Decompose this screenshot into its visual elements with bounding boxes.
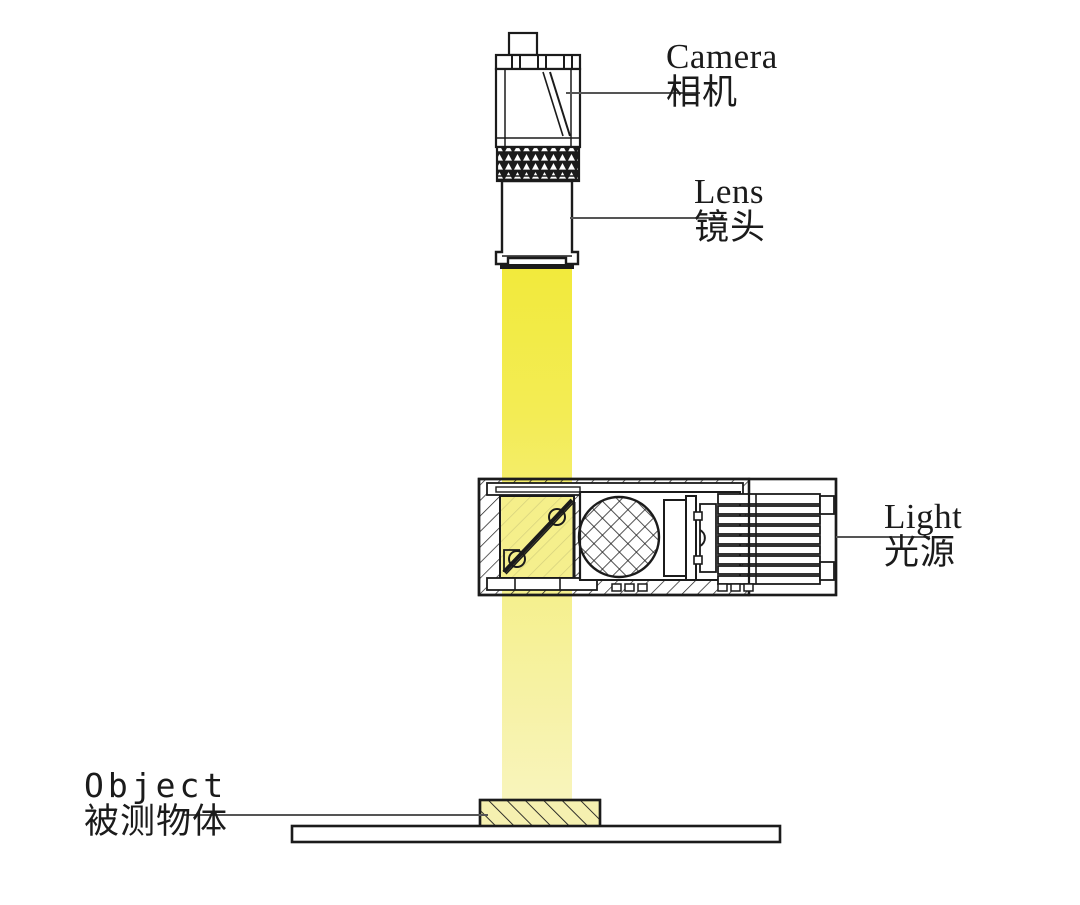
light-housing-outline [477,477,838,597]
label-camera-en: Camera [666,37,778,76]
label-object: Object 被测物体 [84,766,229,842]
label-light: Light 光源 [884,498,962,572]
heatsink-fins [717,493,835,585]
lens-aperture [500,264,574,269]
beamsplitter-mirror [502,498,576,578]
diffuser-lens [577,495,661,579]
camera-top-connector [507,31,539,57]
stage-plate [290,824,782,844]
label-light-en: Light [884,497,963,536]
label-light-zh: 光源 [884,533,957,574]
label-lens-zh: 镜头 [694,208,767,249]
label-object-en: Object [84,766,228,805]
label-camera-zh: 相机 [666,73,739,114]
label-lens-en: Lens [694,172,765,211]
camera-body [494,31,582,149]
camera-mount-knurled-band [495,145,581,183]
label-lens: Lens 镜头 [694,173,766,247]
label-object-zh: 被测物体 [84,801,229,842]
coaxial-light-housing [477,477,838,597]
label-camera: Camera 相机 [666,38,778,112]
lens-barrel [494,179,580,266]
